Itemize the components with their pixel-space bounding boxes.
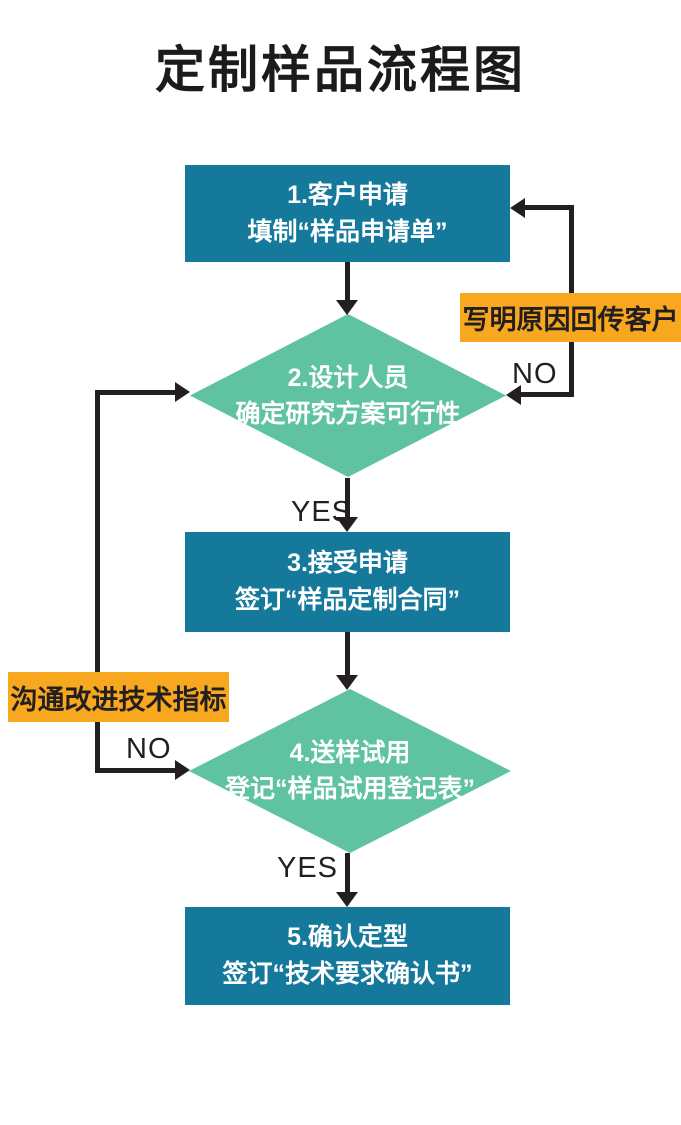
no2-horizontal-bottom-segment xyxy=(95,768,175,773)
no1-arrowhead-into-box1 xyxy=(510,198,525,218)
node-5-line-2: 签订“技术要求确认书” xyxy=(222,960,473,988)
branch-label-yes-2: YES xyxy=(277,852,339,884)
no1-horizontal-top-segment xyxy=(524,205,574,210)
annotation-improve-specs: 沟通改进技术指标 xyxy=(8,672,229,722)
branch-label-yes-1: YES xyxy=(291,496,353,528)
arrow-down-head xyxy=(336,892,358,907)
arrow-down-head xyxy=(336,517,358,532)
branch-label-no-1: NO xyxy=(512,358,558,390)
branch-label-no-2: NO xyxy=(126,733,172,765)
no2-vertical-segment xyxy=(95,390,100,773)
node-5-line-1: 5.确认定型 xyxy=(287,923,408,951)
arrow-step3-to-step4 xyxy=(336,632,358,690)
process-box-3-accept-application: 3.接受申请 签订“样品定制合同” xyxy=(185,532,510,632)
process-box-5-confirm-finalize: 5.确认定型 签订“技术要求确认书” xyxy=(185,907,510,1005)
no2-arrowhead-at-diamond4 xyxy=(175,760,190,780)
arrow-shaft xyxy=(344,853,350,892)
node-3-line-1: 3.接受申请 xyxy=(287,549,408,577)
node-2-line-2: 确定研究方案可行性 xyxy=(235,399,461,428)
arrow-shaft xyxy=(344,632,350,675)
node-4-line-1: 4.送样试用 xyxy=(289,739,411,767)
no1-arrowhead-at-diamond2 xyxy=(506,385,521,405)
node-1-line-1: 1.客户申请 xyxy=(287,180,408,209)
arrow-shaft xyxy=(344,478,350,517)
page-title: 定制样品流程图 xyxy=(155,40,526,99)
arrow-down-head xyxy=(336,300,358,315)
no2-horizontal-top-segment xyxy=(95,390,175,395)
decision-diamond-2-feasibility: 2.设计人员 确定研究方案可行性 xyxy=(190,314,506,477)
node-1-line-2: 填制“样品申请单” xyxy=(247,217,448,246)
arrow-step1-to-step2 xyxy=(336,262,358,315)
process-box-1-customer-application: 1.客户申请 填制“样品申请单” xyxy=(185,165,510,262)
arrow-step4-to-step5 xyxy=(336,853,358,907)
arrow-down-head xyxy=(336,675,358,690)
no2-arrowhead-into-diamond2 xyxy=(175,382,190,402)
arrow-shaft xyxy=(344,262,350,300)
node-4-line-2: 登记“样品试用登记表” xyxy=(224,775,475,803)
node-2-line-1: 2.设计人员 xyxy=(287,363,409,392)
decision-diamond-4-sample-trial: 4.送样试用 登记“样品试用登记表” xyxy=(189,689,511,853)
annotation-return-to-customer: 写明原因回传客户 xyxy=(460,293,681,342)
no1-horizontal-bottom-segment xyxy=(519,392,574,397)
arrow-step2-to-step3 xyxy=(336,478,358,532)
node-3-line-2: 签订“样品定制合同” xyxy=(234,586,460,614)
